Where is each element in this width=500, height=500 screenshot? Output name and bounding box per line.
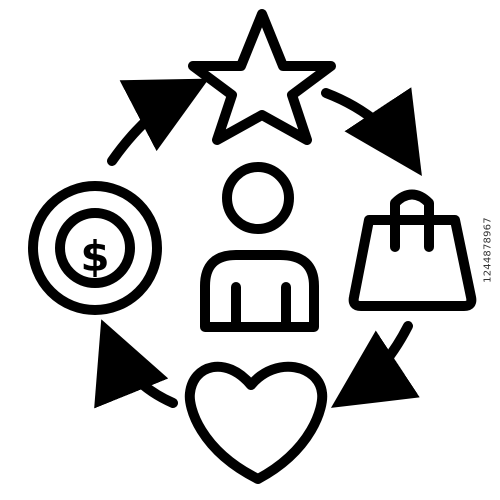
cycle-arrow-icons bbox=[94, 78, 422, 409]
dollar-coin-icon: $ bbox=[28, 181, 162, 315]
person-icon bbox=[200, 162, 319, 332]
coin-dollar-symbol: $ bbox=[80, 232, 109, 281]
shopping-bag-icon bbox=[348, 189, 477, 311]
stock-image-id-watermark: 1244878967 bbox=[482, 217, 494, 283]
star-icon bbox=[188, 9, 336, 145]
heart-icon bbox=[184, 361, 328, 484]
